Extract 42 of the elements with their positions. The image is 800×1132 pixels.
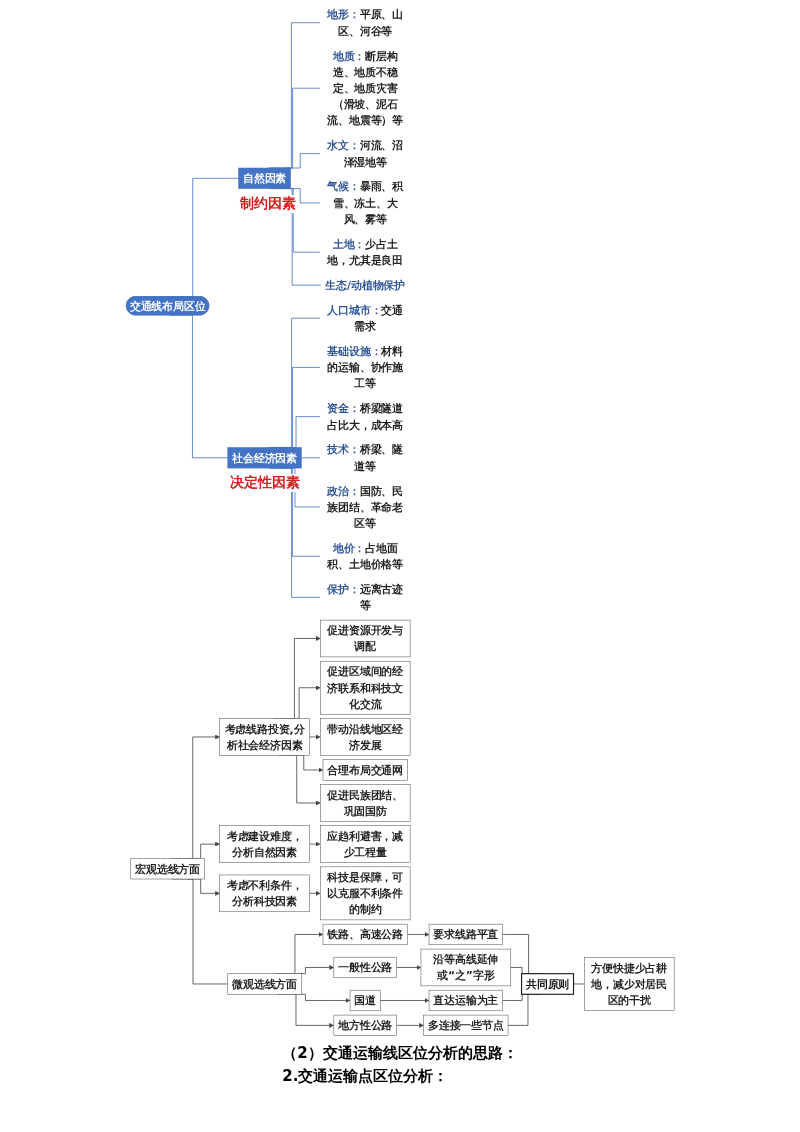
connector xyxy=(300,457,321,459)
node-text: 技术：桥梁、隧道等 xyxy=(327,443,403,473)
node-box: 合理布局交通网 xyxy=(322,759,408,781)
node-box: 自然因素 xyxy=(238,167,291,189)
node-box: 考虑线路投资,分析社会经济因素 xyxy=(219,718,310,756)
node-text: 保护：远离古迹等 xyxy=(327,582,403,612)
section-heading: （2）交通运输线区位分析的思路： xyxy=(282,1044,518,1063)
node-box: 社会经济因素 xyxy=(227,447,302,469)
node-box: 铁路、高速公路 xyxy=(322,923,408,945)
node-box: 科技是保障，可以克服不利条件的制约 xyxy=(319,866,411,921)
node-box: 沿等高线延伸或“之”字形 xyxy=(420,948,511,987)
node-box: 微观选线方面 xyxy=(227,973,302,995)
node-text: 生态/动植物保护 xyxy=(325,278,405,292)
node-text: 资金：桥梁隧道占比大，成本高 xyxy=(327,402,403,432)
node-box: 促进民族团结、巩固国防 xyxy=(319,784,411,822)
node-box: 共同原则 xyxy=(520,973,574,995)
node-text: 基础设施：材料的运输、协作施工等 xyxy=(327,344,403,391)
node-box: 方便快捷少占耕地，减少对居民区的干扰 xyxy=(583,957,675,1011)
node-box: 带动沿线地区经济发展 xyxy=(319,718,411,756)
node-box: 应趋利避害，减少工程量 xyxy=(319,825,411,863)
section-heading: 2.交通运输点区位分析： xyxy=(282,1067,450,1086)
node-text: 地质：断层构造、地质不稳定、地质灾害（滑坡、泥石流、地震等）等 xyxy=(327,49,403,128)
annotation-text: 决定性因素 xyxy=(227,474,302,493)
node-box: 考虑不利条件，分析科技因素 xyxy=(219,874,310,912)
node-box: 多连接一些节点 xyxy=(423,1014,509,1036)
node-box: 国道 xyxy=(349,989,381,1012)
node-box: 宏观选线方面 xyxy=(130,858,205,880)
node-text: 水文：河流、沼泽湿地等 xyxy=(327,139,403,169)
node-box: 直达运输为主 xyxy=(428,989,503,1012)
node-text: 气候：暴雨、积雪、冻土、大风、雾等 xyxy=(327,180,403,226)
node-box: 地方性公路 xyxy=(333,1014,397,1036)
node-text: 政治：国防、民族团结、革命老区等 xyxy=(327,484,403,530)
node-text: 土地：少占土地，尤其是良田 xyxy=(327,237,403,267)
node-box: 考虑建设难度，分析自然因素 xyxy=(219,825,310,863)
node-box: 一般性公路 xyxy=(333,956,397,979)
node-box: 要求线路平直 xyxy=(428,923,503,945)
node-text: 地形：平原、山区、河谷等 xyxy=(327,8,403,38)
node-box: 促进资源开发与调配 xyxy=(319,619,411,658)
node-text: 地价：占地面积、土地价格等 xyxy=(327,541,403,571)
annotation-text: 制约因素 xyxy=(238,194,299,213)
node-text: 人口城市：交通需求 xyxy=(327,303,403,333)
node-box: 促进区域间的经济联系和科技文化交流 xyxy=(319,660,411,715)
